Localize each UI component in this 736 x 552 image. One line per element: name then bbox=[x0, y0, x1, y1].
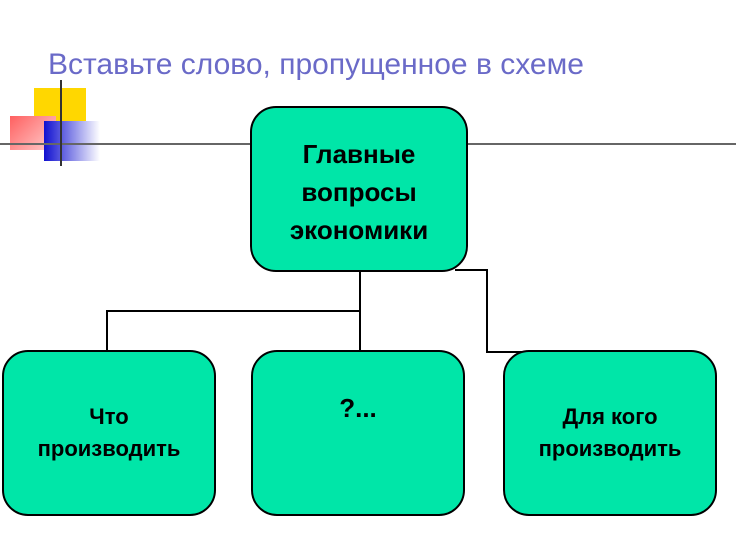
root-node-label: Главные вопросы экономики bbox=[289, 139, 429, 245]
decor-vertical-line bbox=[60, 80, 62, 166]
slide-title: Вставьте слово, пропущенное в схеме bbox=[48, 48, 584, 81]
child-node-missing-word[interactable]: ?... bbox=[251, 350, 465, 516]
root-node-main-questions: Главные вопросы экономики bbox=[250, 106, 468, 272]
decor-blue-square bbox=[44, 121, 100, 161]
child-node-for-whom-to-produce: Для кого производить bbox=[503, 350, 717, 516]
child-node-label: Для кого производить bbox=[538, 404, 682, 461]
child-node-label: ?... bbox=[339, 393, 377, 423]
child-node-label: Что производить bbox=[37, 404, 181, 461]
connector-root-to-what bbox=[106, 272, 361, 350]
connector-root-to-whom bbox=[455, 269, 612, 353]
child-node-what-to-produce: Что производить bbox=[2, 350, 216, 516]
